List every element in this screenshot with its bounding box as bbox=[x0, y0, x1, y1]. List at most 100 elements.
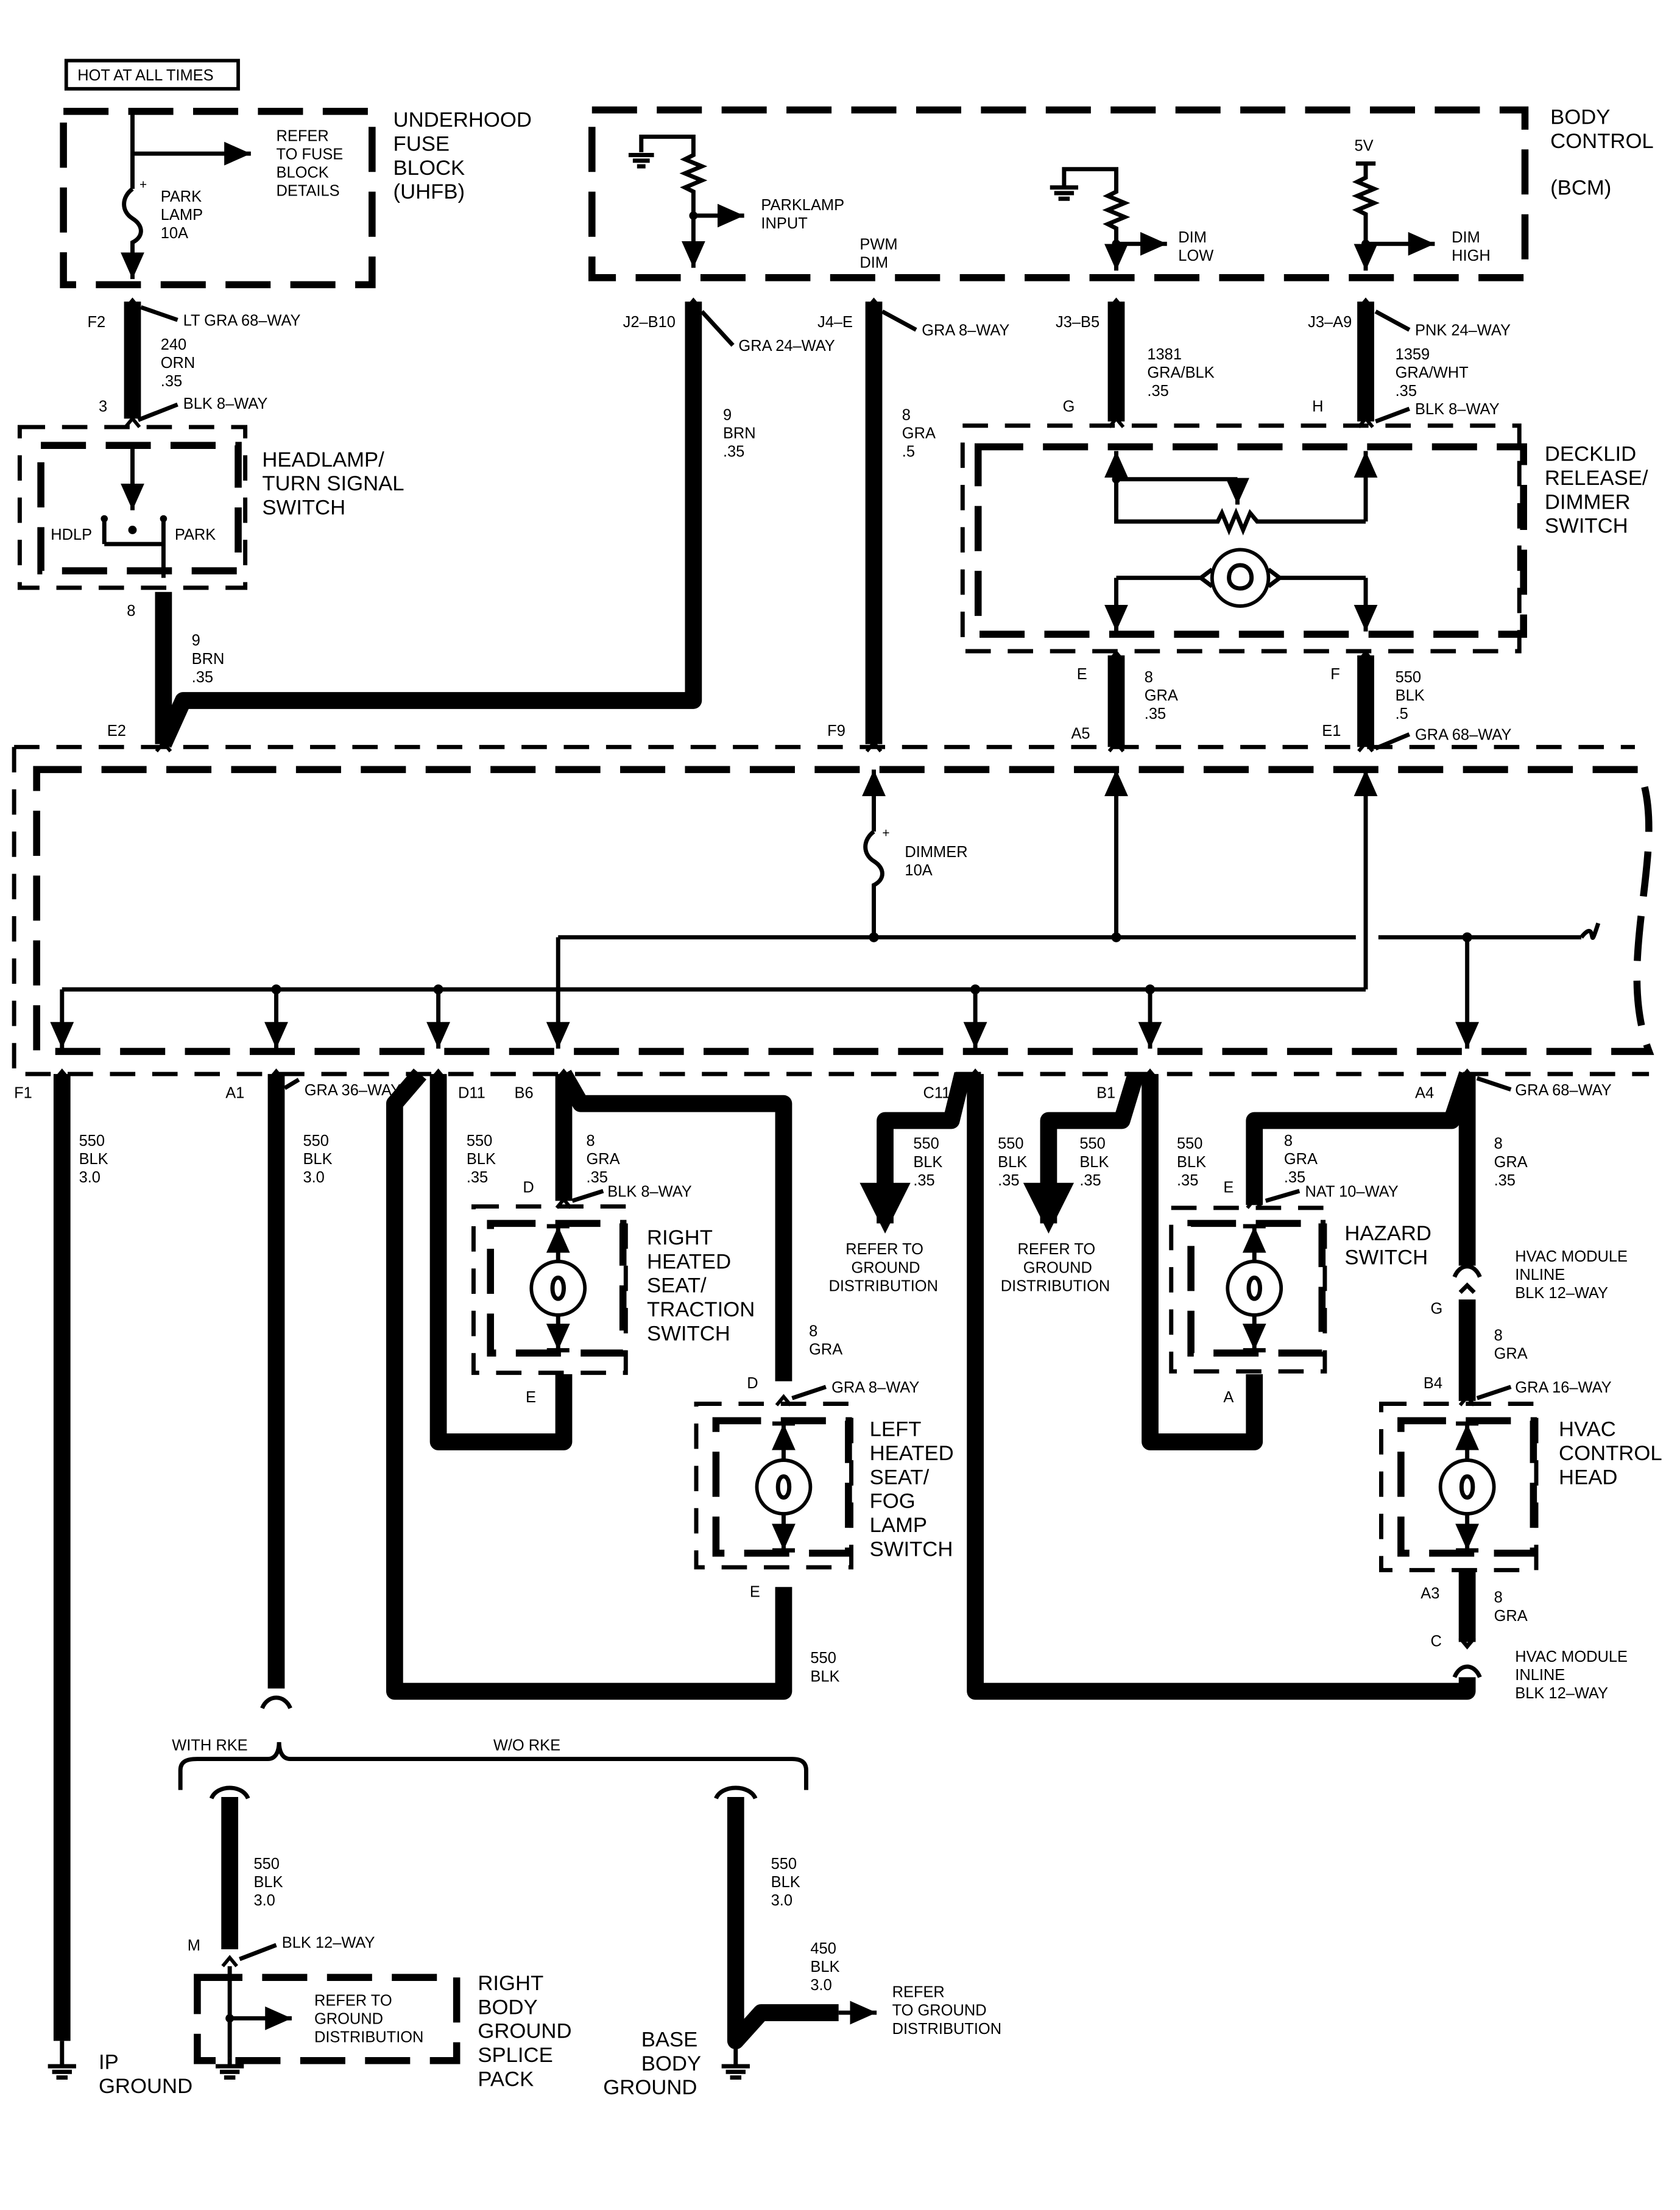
svg-text:.35: .35 bbox=[1494, 1172, 1516, 1189]
svg-text:SWITCH: SWITCH bbox=[1344, 1246, 1428, 1269]
svg-text:RIGHT: RIGHT bbox=[478, 1972, 543, 1995]
svg-text:+: + bbox=[882, 826, 889, 840]
dim-low-label: DIM LOW bbox=[1178, 229, 1213, 264]
svg-text:GRA/BLK: GRA/BLK bbox=[1147, 364, 1214, 381]
svg-text:GRA: GRA bbox=[1145, 687, 1178, 704]
bcm-inner-box bbox=[33, 766, 1654, 1055]
svg-text:BASE: BASE bbox=[641, 2028, 698, 2052]
left-heated-seat-inner bbox=[712, 1417, 852, 1557]
svg-text:.35: .35 bbox=[1396, 383, 1417, 400]
svg-text:DISTRIBUTION: DISTRIBUTION bbox=[828, 1277, 937, 1294]
svg-text:SPLICE: SPLICE bbox=[478, 2044, 552, 2067]
svg-text:REFER: REFER bbox=[276, 127, 328, 144]
svg-text:DISTRIBUTION: DISTRIBUTION bbox=[1001, 1277, 1110, 1294]
pwm-dim-label: PWM DIM bbox=[859, 236, 897, 272]
rke-brace bbox=[178, 1742, 808, 1790]
svg-text:DECKLID: DECKLID bbox=[1545, 443, 1636, 466]
connector-j4-e: J4–E bbox=[817, 314, 853, 331]
svg-text:REFER TO: REFER TO bbox=[1018, 1241, 1096, 1258]
svg-text:ORN: ORN bbox=[161, 355, 196, 372]
hvac-inline-label-1: HVAC MODULE INLINE BLK 12–WAY bbox=[1515, 1248, 1628, 1302]
svg-text:240: 240 bbox=[161, 336, 186, 353]
svg-text:550: 550 bbox=[467, 1132, 492, 1149]
svg-text:.35: .35 bbox=[1177, 1172, 1198, 1189]
wire-550-d11-label: 550 BLK .35 bbox=[467, 1132, 496, 1186]
svg-text:BLK 12–WAY: BLK 12–WAY bbox=[1515, 1285, 1608, 1302]
connector-e1: E1 bbox=[1322, 722, 1341, 740]
wire-1381-label: 1381 GRA/BLK .35 bbox=[1147, 346, 1214, 400]
connector-haz-a: A bbox=[1223, 1389, 1234, 1406]
svg-text:.35: .35 bbox=[192, 669, 213, 686]
svg-text:HEATED: HEATED bbox=[647, 1250, 731, 1273]
svg-text:.35: .35 bbox=[913, 1172, 934, 1189]
svg-text:8: 8 bbox=[809, 1322, 817, 1340]
svg-text:8: 8 bbox=[1284, 1132, 1293, 1149]
svg-text:9: 9 bbox=[192, 632, 200, 649]
dimmer-fuse-icon bbox=[863, 830, 884, 937]
svg-text:8: 8 bbox=[587, 1132, 595, 1149]
svg-text:BODY: BODY bbox=[641, 2052, 701, 2075]
svg-text:GROUND: GROUND bbox=[314, 2011, 383, 2028]
hvac-inline-label-2: HVAC MODULE INLINE BLK 12–WAY bbox=[1515, 1648, 1628, 1702]
bcm-ground-icon-2 bbox=[1050, 185, 1079, 201]
svg-text:550: 550 bbox=[998, 1135, 1023, 1153]
svg-text:PARKLAMP: PARKLAMP bbox=[761, 197, 844, 214]
svg-text:IP: IP bbox=[99, 2051, 119, 2074]
svg-text:HEAD: HEAD bbox=[1559, 1466, 1617, 1489]
refer-ground-label-1: REFER TO GROUND DISTRIBUTION bbox=[828, 1241, 937, 1294]
uhfb-box bbox=[60, 108, 376, 289]
svg-text:BLK: BLK bbox=[467, 1151, 496, 1168]
connector-f2: F2 bbox=[87, 314, 105, 331]
headlamp-switch-outer bbox=[17, 425, 248, 590]
left-heated-seat-title: LEFT HEATED SEAT/ FOG LAMP SWITCH bbox=[870, 1418, 954, 1561]
svg-text:GROUND: GROUND bbox=[603, 2076, 697, 2099]
svg-text:GRA: GRA bbox=[902, 425, 936, 442]
svg-text:BODY: BODY bbox=[478, 1996, 537, 2019]
hvac-control-head-lamp-icon bbox=[1438, 1458, 1496, 1516]
svg-text:1381: 1381 bbox=[1147, 346, 1182, 363]
connector-lhs-e: E bbox=[750, 1584, 760, 1601]
connector-m-type: BLK 12–WAY bbox=[282, 1935, 375, 1952]
wire-8-a4-label: 8 GRA .35 bbox=[1494, 1135, 1528, 1189]
connector-rhs-d: D bbox=[523, 1179, 534, 1196]
wire-550-f1-label: 550 BLK 3.0 bbox=[79, 1132, 108, 1186]
svg-text:550: 550 bbox=[913, 1135, 939, 1153]
svg-text:DISTRIBUTION: DISTRIBUTION bbox=[314, 2029, 423, 2046]
svg-text:GROUND: GROUND bbox=[99, 2075, 192, 2098]
connector-lhs-d-type: GRA 8–WAY bbox=[831, 1379, 919, 1396]
svg-text:TURN SIGNAL: TURN SIGNAL bbox=[262, 472, 404, 495]
connector-h: H bbox=[1312, 398, 1323, 415]
svg-text:3.0: 3.0 bbox=[303, 1169, 324, 1186]
wire-550-base-label: 550 BLK 3.0 bbox=[771, 1855, 800, 1909]
svg-text:GRA: GRA bbox=[587, 1151, 620, 1168]
park-lamp-fuse-icon bbox=[121, 187, 144, 280]
wire-9-label-a: 9 BRN .35 bbox=[723, 407, 756, 461]
headlamp-switch-inner bbox=[37, 442, 242, 574]
dimmer-fuse-label: DIMMER 10A bbox=[905, 844, 967, 879]
hdlp-label: HDLP bbox=[51, 526, 92, 543]
hvac-control-head-outer bbox=[1379, 1402, 1539, 1573]
svg-text:(BCM): (BCM) bbox=[1550, 176, 1611, 199]
connector-a1-type: GRA 36–WAY bbox=[305, 1082, 401, 1099]
connector-j3-a9: J3–A9 bbox=[1308, 314, 1352, 331]
parklamp-input-label: PARKLAMP INPUT bbox=[761, 197, 844, 232]
connector-8: 8 bbox=[127, 602, 135, 620]
connector-b6: B6 bbox=[515, 1084, 534, 1101]
refer-ground-label-3: REFER TO GROUND DISTRIBUTION bbox=[314, 1992, 423, 2046]
svg-text:450: 450 bbox=[810, 1940, 836, 1957]
connector-j2-b10-type: GRA 24–WAY bbox=[738, 337, 835, 355]
right-body-ground-title: RIGHT BODY GROUND SPLICE PACK bbox=[478, 1972, 571, 2091]
bcm-title: BODY CONTROL (BCM) bbox=[1550, 106, 1654, 200]
svg-text:GRA: GRA bbox=[1284, 1151, 1318, 1168]
svg-text:RIGHT: RIGHT bbox=[647, 1226, 713, 1249]
svg-text:BLK: BLK bbox=[998, 1154, 1027, 1171]
decklid-switch-outer bbox=[960, 423, 1522, 654]
svg-text:GROUND: GROUND bbox=[478, 2020, 571, 2043]
wire-550-c11b-label: 550 BLK .35 bbox=[998, 1135, 1027, 1189]
wire-8-haz-label: 8 GRA .35 bbox=[1284, 1132, 1318, 1186]
decklid-switch-title: DECKLID RELEASE/ DIMMER SWITCH bbox=[1545, 443, 1648, 538]
parklamp-pullup-resistor bbox=[639, 134, 708, 268]
wires bbox=[53, 302, 1476, 2050]
svg-text:550: 550 bbox=[1079, 1135, 1105, 1153]
svg-text:3.0: 3.0 bbox=[810, 1977, 831, 1994]
